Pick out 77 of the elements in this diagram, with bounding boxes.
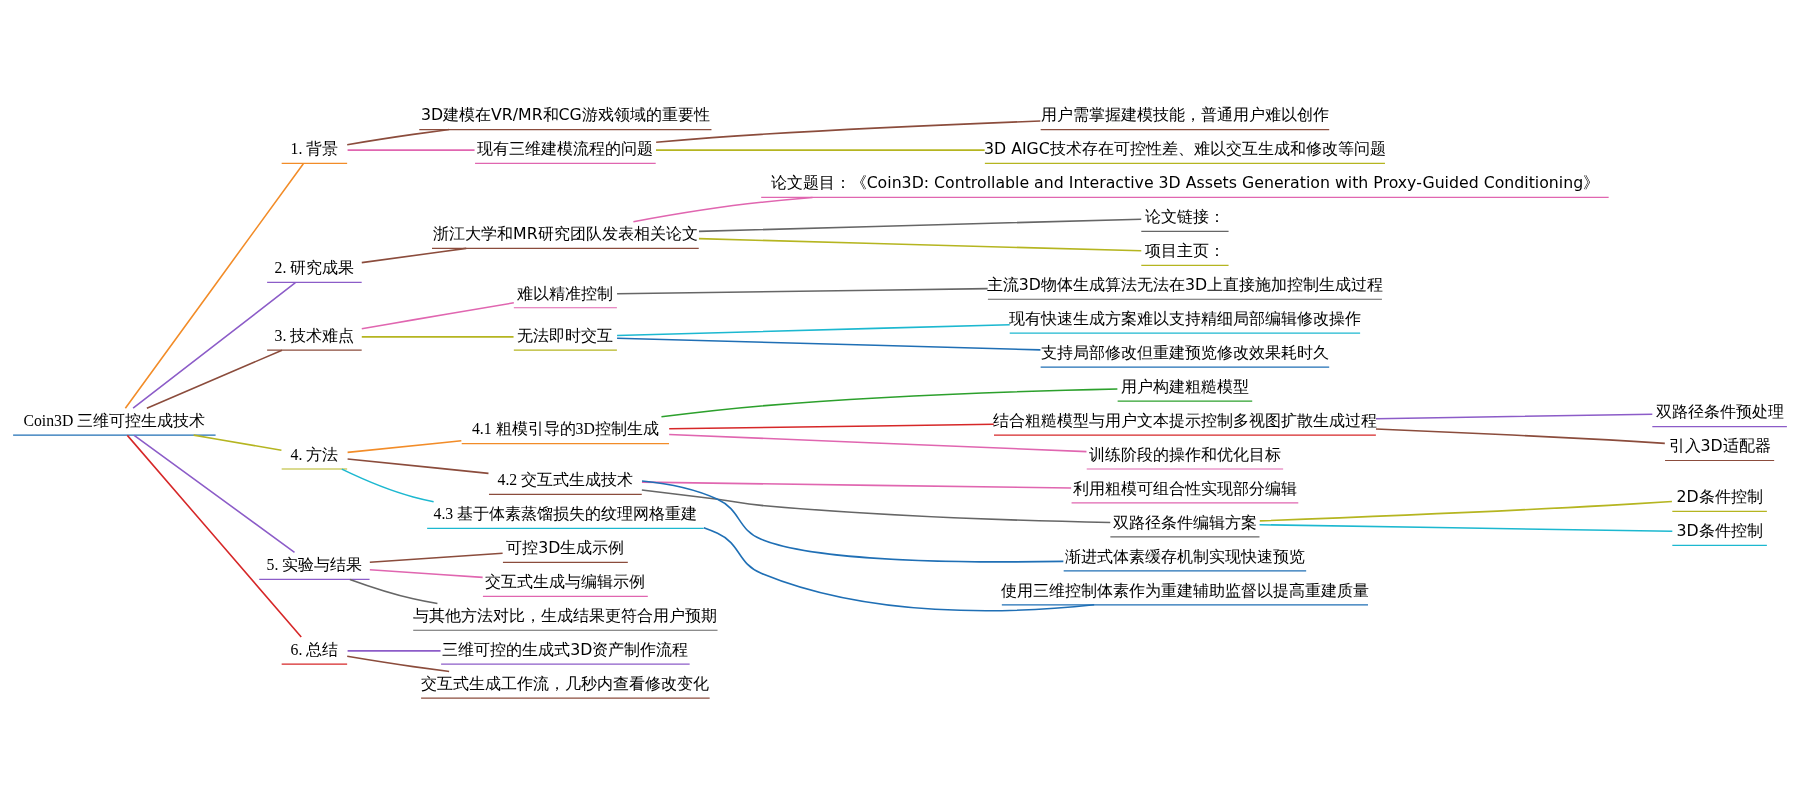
- connector: [346, 439, 463, 453]
- connector: [346, 128, 450, 145]
- connector: [361, 301, 515, 330]
- connector: [1375, 413, 1654, 419]
- connector: [349, 578, 439, 604]
- connector: [346, 148, 476, 151]
- connector: [346, 655, 450, 672]
- node-text: 1. 背景: [290, 139, 339, 157]
- node-text: 用户需掌握建模技能，普通用户难以创作: [1040, 104, 1329, 124]
- connector: [1258, 523, 1674, 532]
- node-text: 3. 技术难点: [274, 326, 355, 344]
- connector: [698, 217, 1143, 232]
- connector: [369, 568, 484, 578]
- node-text: 主流3D物体生成算法无法在3D上直接施加控制生成过程: [986, 274, 1384, 294]
- node-text: 2. 研究成果: [274, 258, 355, 276]
- connector: [655, 148, 986, 151]
- connector: [1259, 500, 1673, 522]
- node-text: 训练阶段的操作和优化目标: [1088, 444, 1281, 464]
- node-text: 结合粗糙模型与用户文本提示控制多视图扩散生成过程: [992, 410, 1377, 430]
- connector: [660, 387, 1119, 418]
- node-text: 6. 总结: [290, 640, 339, 658]
- node-text: 引入3D适配器: [1668, 435, 1771, 455]
- connector: [632, 196, 814, 222]
- node-text: 4.3 基于体素蒸馏损失的纹理网格重建: [433, 504, 698, 522]
- node-text: 无法即时交互: [517, 325, 614, 345]
- node-text: 4.2 交互式生成技术: [497, 470, 634, 488]
- connector: [146, 348, 283, 409]
- connector: [361, 335, 515, 338]
- node-text: 2D条件控制: [1676, 486, 1763, 506]
- node-text: 项目主页：: [1144, 240, 1225, 260]
- connector: [641, 488, 1112, 523]
- node-text: 交互式生成与编辑示例: [485, 571, 646, 591]
- node-text: 与其他方法对比，生成结果更符合用户预期: [413, 605, 718, 625]
- node-text: 3D条件控制: [1676, 520, 1763, 540]
- node-text: 浙江大学和MR研究团队发表相关论文: [433, 223, 698, 243]
- connector: [616, 287, 989, 294]
- connector: [703, 526, 1095, 611]
- connector: [616, 336, 1042, 351]
- connector: [346, 649, 442, 652]
- connector: [668, 423, 995, 430]
- node-text: 可控3D生成示例: [506, 537, 625, 557]
- node-text: Coin3D 三维可控生成技术: [23, 411, 206, 429]
- connector: [341, 467, 435, 502]
- connector: [641, 479, 1065, 563]
- node-text: 支持局部修改但重建预览修改效果耗时久: [1040, 342, 1329, 362]
- node-text: 双路径条件编辑方案: [1112, 512, 1257, 532]
- node-text: 双路径条件预处理: [1655, 401, 1784, 421]
- connector: [698, 237, 1143, 252]
- connector: [133, 434, 296, 553]
- connector: [126, 434, 303, 638]
- node-text: 4. 方法: [290, 445, 339, 463]
- connector: [192, 433, 283, 451]
- node-text: 用户构建粗糙模型: [1120, 376, 1249, 396]
- node-text: 论文题目：《Coin3D: Controllable and Interactive 3D Assets Generation with Proxy-Guided Conditioning》: [770, 172, 1600, 192]
- connector: [346, 457, 490, 474]
- connector: [668, 433, 1088, 452]
- node-text: 5. 实验与结果: [266, 555, 363, 573]
- connector: [361, 247, 468, 263]
- node-text: 交互式生成工作流，几秒内查看修改变化: [421, 673, 710, 693]
- node-text: 现有三维建模流程的问题: [477, 138, 654, 158]
- connector: [641, 480, 1072, 489]
- node-text: 现有快速生成方案难以支持精细局部编辑修改操作: [1008, 308, 1361, 328]
- connector: [655, 119, 1042, 143]
- node-text: 使用三维控制体素作为重建辅助监督以提高重建质量: [1000, 580, 1369, 600]
- node-text: 3D AIGC技术存在可控性差、难以交互生成和修改等问题: [984, 138, 1386, 158]
- node-text: 4.1 粗模引导的3D控制生成: [471, 419, 659, 437]
- node-text: 难以精准控制: [517, 283, 614, 303]
- connector: [616, 323, 1011, 336]
- connector: [124, 162, 305, 409]
- node-text: 论文链接：: [1144, 206, 1225, 226]
- node-text: 三维可控的生成式3D资产制作流程: [442, 639, 689, 659]
- connector: [369, 551, 504, 563]
- node-text: 3D建模在VR/MR和CG游戏领域的重要性: [420, 104, 710, 124]
- node-text: 渐进式体素缓存机制实现快速预览: [1064, 546, 1305, 566]
- node-text: 利用粗模可组合性实现部分编辑: [1072, 478, 1297, 498]
- connector: [1375, 427, 1666, 444]
- connector: [132, 281, 297, 409]
